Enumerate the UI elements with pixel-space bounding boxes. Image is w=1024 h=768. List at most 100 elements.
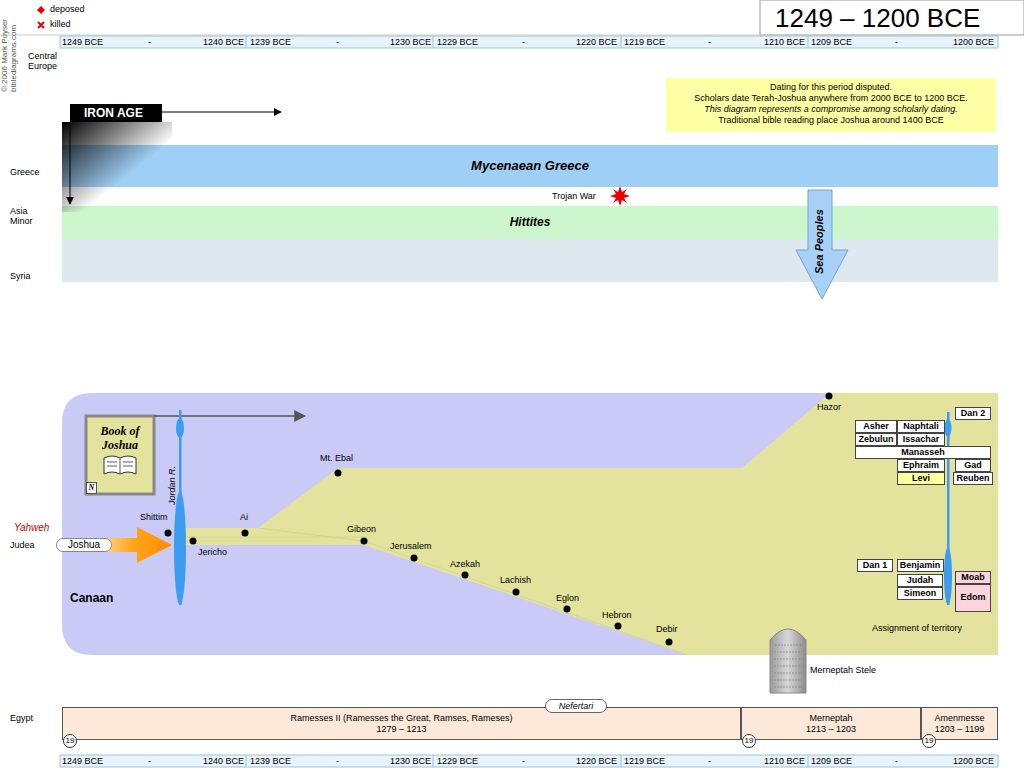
tribe-box: Issachar <box>897 433 945 446</box>
node-text: IRON AGE <box>84 106 143 120</box>
scale-label: 1239 BCE <box>250 756 291 766</box>
city-label: Mt. Ebal <box>320 453 353 463</box>
tribe-box: Levi <box>897 472 945 485</box>
legend-symbol <box>37 6 45 28</box>
book-icon <box>86 416 154 494</box>
iron-age-marker <box>62 122 172 212</box>
scale-label: - <box>522 756 525 766</box>
stele-picture <box>770 629 806 693</box>
city-dot <box>165 393 833 646</box>
tribe-box: Benjamin <box>897 559 944 572</box>
region-name: Egypt <box>10 713 33 723</box>
dynasty-number: 19 <box>742 734 756 748</box>
tribe-box: Reuben <box>953 472 993 485</box>
city-label: Lachish <box>500 575 531 585</box>
book-icon <box>86 416 305 494</box>
tribe-box: Judah <box>897 574 943 587</box>
city-dot <box>361 538 368 545</box>
tribe-box: Gad <box>955 459 991 472</box>
node-text: Ephraim <box>903 460 939 471</box>
deity-label: Yahweh <box>14 522 49 533</box>
node-text: Hittites <box>510 215 551 230</box>
city-dot <box>165 530 172 537</box>
stele-picture <box>770 629 806 693</box>
scale-label: 1209 BCE <box>811 756 852 766</box>
city-label: Hebron <box>602 610 632 620</box>
scale-label: 1249 BCE <box>62 756 103 766</box>
copyright-text: © 2006 Mark Poyser <box>0 19 9 92</box>
city-dot <box>564 606 571 613</box>
city-label: Jerusalem <box>390 541 432 551</box>
era-label: IRON AGE <box>70 104 162 122</box>
scale-label: 1220 BCE <box>576 37 617 47</box>
city-label: Azekah <box>450 559 480 569</box>
node-text: Sea Peoples <box>813 209 826 274</box>
region-band <box>62 145 998 282</box>
scale-label: - <box>522 37 525 47</box>
consort-box: Nefertari <box>545 699 607 713</box>
node-text: Asher <box>863 421 889 432</box>
iron-age-marker <box>62 112 281 212</box>
legend-symbol <box>37 6 45 14</box>
node-text: Amenmesse <box>934 713 984 724</box>
city-label: Debir <box>656 624 678 634</box>
canaan-map <box>62 393 998 655</box>
node-text: Reuben <box>956 473 989 484</box>
scale-label: 1220 BCE <box>576 756 617 766</box>
scale-label: 1240 BCE <box>203 756 244 766</box>
dynasty-number: 19 <box>63 734 77 748</box>
city-dot <box>513 589 520 596</box>
scale-label: - <box>148 37 151 47</box>
node-text: Merneptah <box>809 713 852 724</box>
scale-label: 1210 BCE <box>764 756 805 766</box>
tribe-box: Asher <box>855 420 897 433</box>
artifact-label: Merneptah Stele <box>810 665 876 675</box>
book-icon <box>104 456 136 474</box>
title-frame <box>0 35 760 36</box>
region-name: Judea <box>10 540 35 550</box>
scale-label: 1239 BCE <box>250 37 291 47</box>
region-band: Mycenaean Greece <box>62 145 998 187</box>
iron-age-marker <box>162 112 281 113</box>
node-text: This diagram represents a compromise amo… <box>704 104 958 115</box>
node-text: 19 <box>745 735 754 747</box>
arrow-outline <box>796 190 848 299</box>
node-text: Nefertari <box>559 700 594 712</box>
region-name: Asia Minor <box>10 206 50 226</box>
scale-label: - <box>895 37 898 47</box>
node-text: Zebulun <box>859 434 894 445</box>
tribe-box: Manasseh <box>855 446 991 459</box>
node-text: Mycenaean Greece <box>471 158 589 174</box>
migration-arrow: Sea Peoples <box>795 190 849 300</box>
region-name: Central Europe <box>28 51 68 71</box>
city-dot <box>411 555 418 562</box>
region-band: Hittites <box>62 206 998 239</box>
battle-star <box>610 186 630 206</box>
node-text: 1279 – 1213 <box>376 724 426 735</box>
ruler-box: Merneptah1213 – 120319 <box>741 707 921 740</box>
scale-label: 1219 BCE <box>624 756 665 766</box>
scale-label: 1210 BCE <box>764 37 805 47</box>
node-text: Dan 1 <box>863 560 888 571</box>
page-title: 1249 – 1200 BCE <box>775 3 980 33</box>
canaan-map <box>183 528 688 655</box>
river <box>176 418 184 438</box>
scale-label: - <box>708 756 711 766</box>
node-text: 19 <box>66 735 75 747</box>
city-label: Hazor <box>817 402 841 412</box>
river <box>944 547 952 605</box>
caption-label: Assignment of territory <box>872 623 962 633</box>
scale-label: 1230 BCE <box>390 756 431 766</box>
event-label: Trojan War <box>552 191 596 201</box>
legend-symbol <box>38 22 44 28</box>
region-name: Greece <box>10 167 40 177</box>
title-frame <box>0 0 1024 35</box>
book-icon <box>154 415 305 417</box>
tribe-box: Moab <box>955 571 991 584</box>
river <box>174 491 186 605</box>
scale-label: - <box>336 37 339 47</box>
node-text: Book of Joshua <box>90 424 150 452</box>
node-text: 19 <box>925 735 934 747</box>
node-text: Benjamin <box>900 560 941 571</box>
tribe-box: Dan 1 <box>857 559 893 572</box>
